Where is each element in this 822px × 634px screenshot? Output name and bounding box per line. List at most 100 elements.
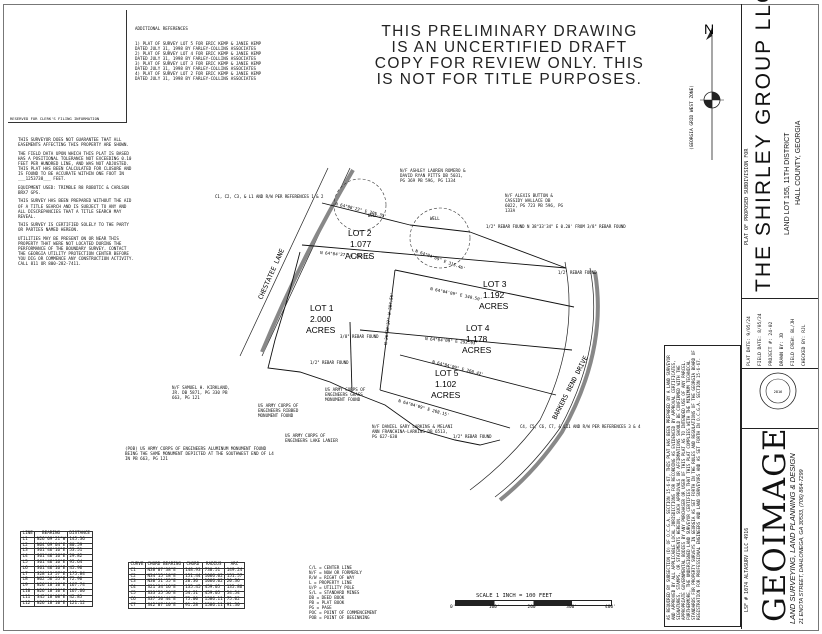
table-cell: 135.86	[224, 585, 245, 592]
owner-label-kirkland: N/F SAMUEL H. KIRKLAND, JR. DB 5871, PG …	[172, 385, 230, 400]
prelim-line: IS NOT FOR TITLE PURPOSES.	[376, 71, 643, 88]
legend-entry: L = PROPERTY LINE	[309, 580, 352, 585]
table-cell: 20.36	[224, 579, 245, 587]
reference-line: DATED JULY 31, 1998 BY FARLEY-COLLINS AS…	[135, 46, 257, 51]
legend-entry: PG = PAGE	[309, 605, 332, 610]
ref-c4-label: C4, C5, C6, C7, & L11 AND R/W PER REFERE…	[520, 424, 641, 429]
table-cell: S21°34'16"E	[144, 585, 184, 592]
table-cell: N26°18'10"E	[34, 583, 68, 590]
well-label: WELL	[430, 216, 440, 221]
lsf-number: LSF # 1074 ALTASURV LLC 4916	[744, 527, 750, 612]
table-header-cell: BEARING	[34, 531, 68, 538]
table-cell: S61°46'16"E	[34, 554, 68, 561]
title-divider	[741, 368, 818, 369]
table-cell: 175.84	[66, 571, 93, 579]
table-cell: 29.82	[66, 554, 93, 561]
table-cell: 91.28	[182, 602, 204, 610]
lot-4-area: 1.178	[466, 334, 488, 344]
bearing-label: N 64°04'09" E 292.93'	[425, 336, 478, 346]
prelim-line: IS AN UNCERTIFIED DRAFT	[391, 39, 628, 56]
table-header-cell: RADIUS	[202, 562, 226, 569]
legend-entry: S/L = STANDARD MINES	[309, 590, 360, 595]
references-title: ADDITIONAL REFERENCES	[135, 26, 188, 31]
bearing-label: N 64°04'27" E 285.11'	[320, 250, 373, 260]
reference-line: 1) PLAT OF SURVEY LOT 5 FOR ERIC KEMP & …	[135, 41, 262, 46]
legend-entry: POB = POINT OF BEGINNING	[309, 615, 370, 620]
table-cell: 1586.11	[202, 602, 226, 610]
reference-line: 2) PLAT OF SURVEY LOT 4 FOR ERIC KEMP & …	[135, 51, 262, 56]
table-header-cell: ARC	[224, 562, 245, 569]
lot-5-area: 1.102	[435, 379, 457, 389]
table-cell: L12	[19, 600, 36, 608]
prelim-line: COPY FOR REVIEW ONLY. THIS	[374, 55, 645, 72]
barkers-bend-road	[469, 261, 600, 502]
bearing-label: N 64°08'22" E 205.35'	[335, 201, 388, 219]
table-cell: 145.36	[66, 536, 93, 544]
table-cell: L4	[19, 554, 36, 561]
plat-info-line: PLAT DATE: 9/05/24	[747, 316, 752, 366]
table-cell: N38°07'38"E	[144, 567, 184, 575]
plat-subtitle: PLAT OF PROPOSED SUBDIVISION FOR	[744, 148, 750, 245]
company-name: THE SHIRLEY GROUP LLC	[752, 0, 775, 292]
table-cell: N34°15'18"E	[144, 573, 184, 581]
reference-line: DATED JULY 31, 1998 BY FARLEY-COLLINS AS…	[135, 66, 257, 71]
table-cell: N26°09'21"W	[34, 536, 68, 544]
legend-entry: R/W = RIGHT OF WAY	[309, 575, 355, 580]
rebar-label: 1/2" REBAR FOUND	[558, 270, 597, 275]
table-cell: S45°18'08"E	[34, 594, 68, 602]
table-cell: C5	[128, 591, 146, 598]
corps-lake-lanier: US ARMY CORPS OF ENGINEERS LAKE LANIER	[285, 433, 338, 443]
well-radius-circle	[409, 207, 471, 269]
table-header-cell: LINE	[19, 531, 36, 538]
legend-entry: POC = POINT OF COMMENCEMENT	[309, 610, 378, 615]
bearing-label: N 26°30'37" W 287.55'	[383, 292, 394, 345]
reference-line: DATED JULY 31, 1998 BY FARLEY-COLLINS AS…	[135, 56, 257, 61]
firm-subtitle: LAND SURVEYING, LAND PLANNING & DESIGN	[788, 453, 797, 624]
table-cell: 95.64	[66, 560, 93, 567]
table-cell: N62°56'55"E	[34, 577, 68, 585]
owner-label-button: N/F ALEXIS BUTTON & CASSIDY WALLACE DB 6…	[505, 193, 563, 213]
rebar-label: 3/8" REBAR FOUND	[340, 334, 379, 339]
scale-tick-label: 400'	[605, 605, 616, 610]
rebar-note: 1/2" REBAR FOUND N 38°33'34" E 0.20' FRO…	[486, 224, 626, 229]
table-cell: S61°46'16"E	[34, 565, 68, 573]
lot-2-area: 1.077	[350, 239, 372, 249]
table-cell: 54.54	[224, 591, 245, 598]
table-header-cell: CURVE	[128, 562, 146, 569]
seal-text: 2816	[774, 390, 782, 394]
lot-4-unit: ACRES	[462, 345, 492, 355]
rebar-label: 1/2" REBAR FOUND	[453, 434, 492, 439]
table-cell: L7	[19, 571, 36, 579]
scale-tick-label: 100'	[488, 605, 500, 610]
lot-4-name: LOT 4	[466, 323, 490, 333]
reference-line: DATED JULY 31, 1998 BY FARLEY-COLLINS AS…	[135, 76, 257, 81]
table-cell: C7	[128, 602, 146, 610]
table-cell: L9	[19, 583, 36, 590]
plat-info-line: CHECKED BY: RJL	[802, 324, 807, 367]
bearing-labels: N 64°08'22" E 205.35' N 64°04'27" E 285.…	[320, 201, 484, 417]
table-cell: S28°13'57"E	[34, 571, 68, 579]
surveyor-seal-icon: 2816	[759, 372, 797, 410]
well-radius-circle	[333, 178, 387, 232]
note-paragraph: THIS SURVEY HAS BEEN PREPARED WITHOUT TH…	[18, 198, 132, 219]
table-cell: C3	[128, 579, 146, 587]
note-paragraph: EQUIPMENT USED: TRIMBLE R8 ROBOTIC & CAR…	[18, 184, 129, 195]
title-divider	[741, 298, 818, 299]
lot-3-name: LOT 3	[483, 279, 507, 289]
north-arrow-icon	[700, 28, 724, 160]
lot-1-area: 2.000	[310, 314, 332, 324]
north-label: N	[704, 21, 714, 37]
